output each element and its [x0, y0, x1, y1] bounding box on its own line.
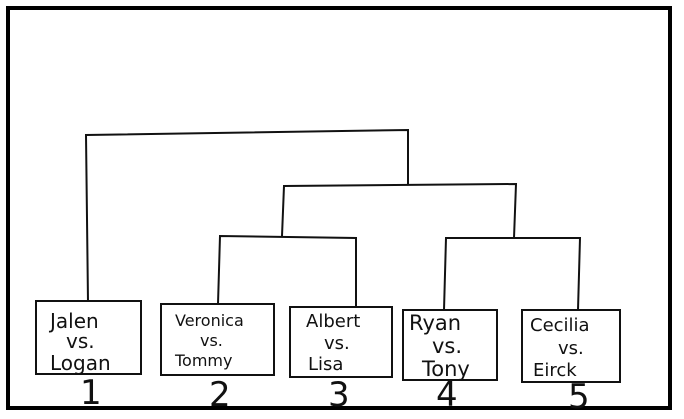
match-vs: vs. — [558, 338, 584, 359]
match-vs: vs. — [324, 333, 350, 354]
match-4: Ryan vs. Tony 4 — [402, 309, 498, 415]
match-box — [35, 300, 142, 375]
match-vs: vs. — [432, 334, 462, 358]
match-number: 1 — [80, 373, 102, 413]
match-number: 4 — [436, 375, 458, 415]
match-2: Veronica vs. Tommy 2 — [160, 303, 275, 415]
match-number: 5 — [568, 377, 590, 417]
match-player-b: Tony — [421, 357, 470, 381]
connector-middle — [280, 182, 518, 240]
match-number: 3 — [328, 375, 350, 415]
match-player-b: Tommy — [174, 351, 232, 370]
connector-pair-right — [442, 237, 582, 312]
match-1: Jalen vs. Logan 1 — [35, 300, 142, 413]
match-3: Albert vs. Lisa 3 — [289, 306, 393, 415]
match-player-a: Ryan — [409, 311, 461, 335]
match-box — [402, 309, 498, 381]
match-number: 2 — [209, 375, 231, 415]
connector-pair-left — [216, 234, 357, 307]
match-player-b: Lisa — [308, 354, 343, 375]
match-player-b: Eirck — [533, 360, 577, 381]
bracket-connectors — [84, 128, 582, 312]
match-box — [521, 309, 621, 383]
connector-top — [84, 128, 409, 304]
match-player-b: Logan — [50, 351, 111, 375]
match-player-a: Albert — [306, 311, 360, 332]
match-box — [160, 303, 275, 376]
match-player-a: Cecilia — [530, 315, 590, 336]
match-box — [289, 306, 393, 378]
match-5: Cecilia vs. Eirck 5 — [521, 309, 621, 417]
match-vs: vs. — [66, 329, 95, 353]
match-vs: vs. — [200, 331, 223, 350]
match-player-a: Veronica — [175, 311, 244, 330]
match-player-a: Jalen — [48, 309, 99, 333]
